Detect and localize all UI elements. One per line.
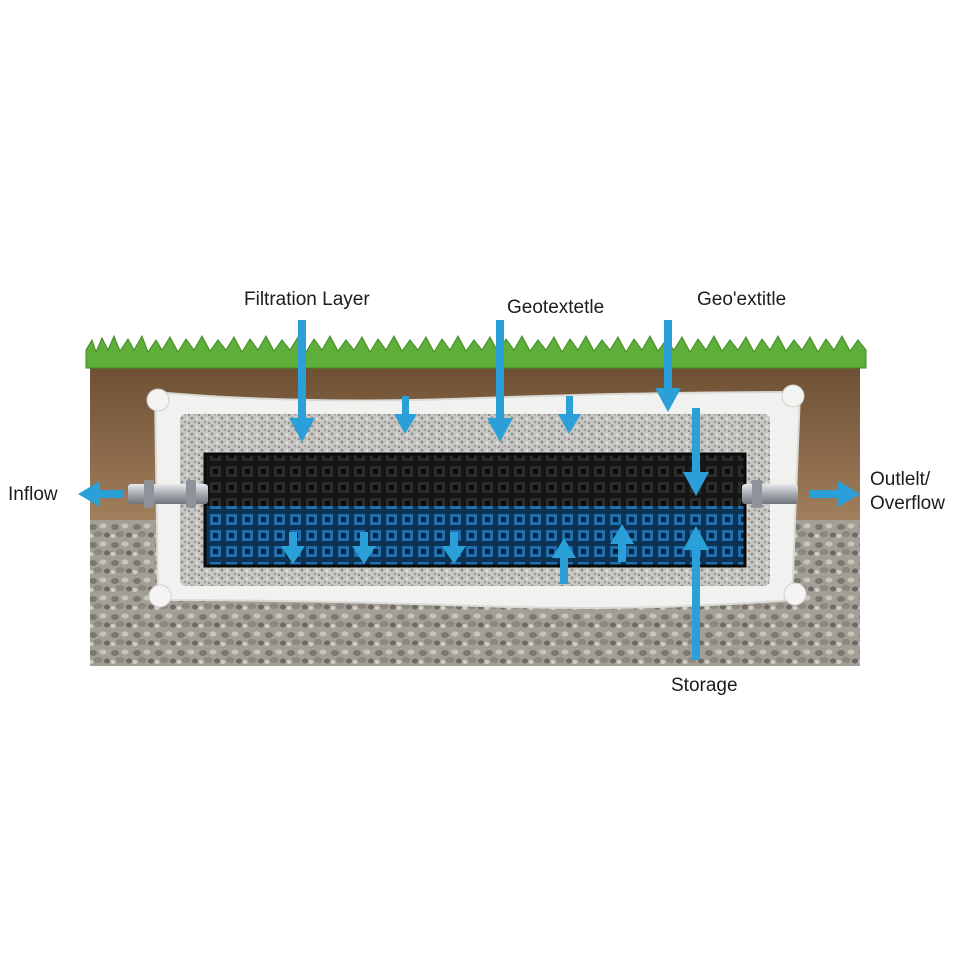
label-storage: Storage <box>671 674 738 698</box>
label-outlet-overflow: Outlelt/ Overflow <box>870 468 960 516</box>
geotextile-knot <box>149 585 171 607</box>
label-outlet-line1: Outlelt/ <box>870 469 930 490</box>
label-filtration-layer: Filtration Layer <box>244 288 370 312</box>
label-outlet-line2: Overflow <box>870 493 945 514</box>
geotextile-knot <box>147 389 169 411</box>
label-geotextile-center: Geotextetle <box>507 296 604 320</box>
grass-strip <box>86 336 866 368</box>
geotextile-knot <box>782 385 804 407</box>
geotextile-knot <box>784 583 806 605</box>
inflow-pipe <box>128 480 208 508</box>
module-lower-water <box>205 506 745 566</box>
label-geotextile-right: Geo'extitle <box>697 288 786 312</box>
label-inflow: Inflow <box>8 483 58 507</box>
outlet-pipe <box>742 480 798 508</box>
module-upper-dry <box>205 454 745 510</box>
